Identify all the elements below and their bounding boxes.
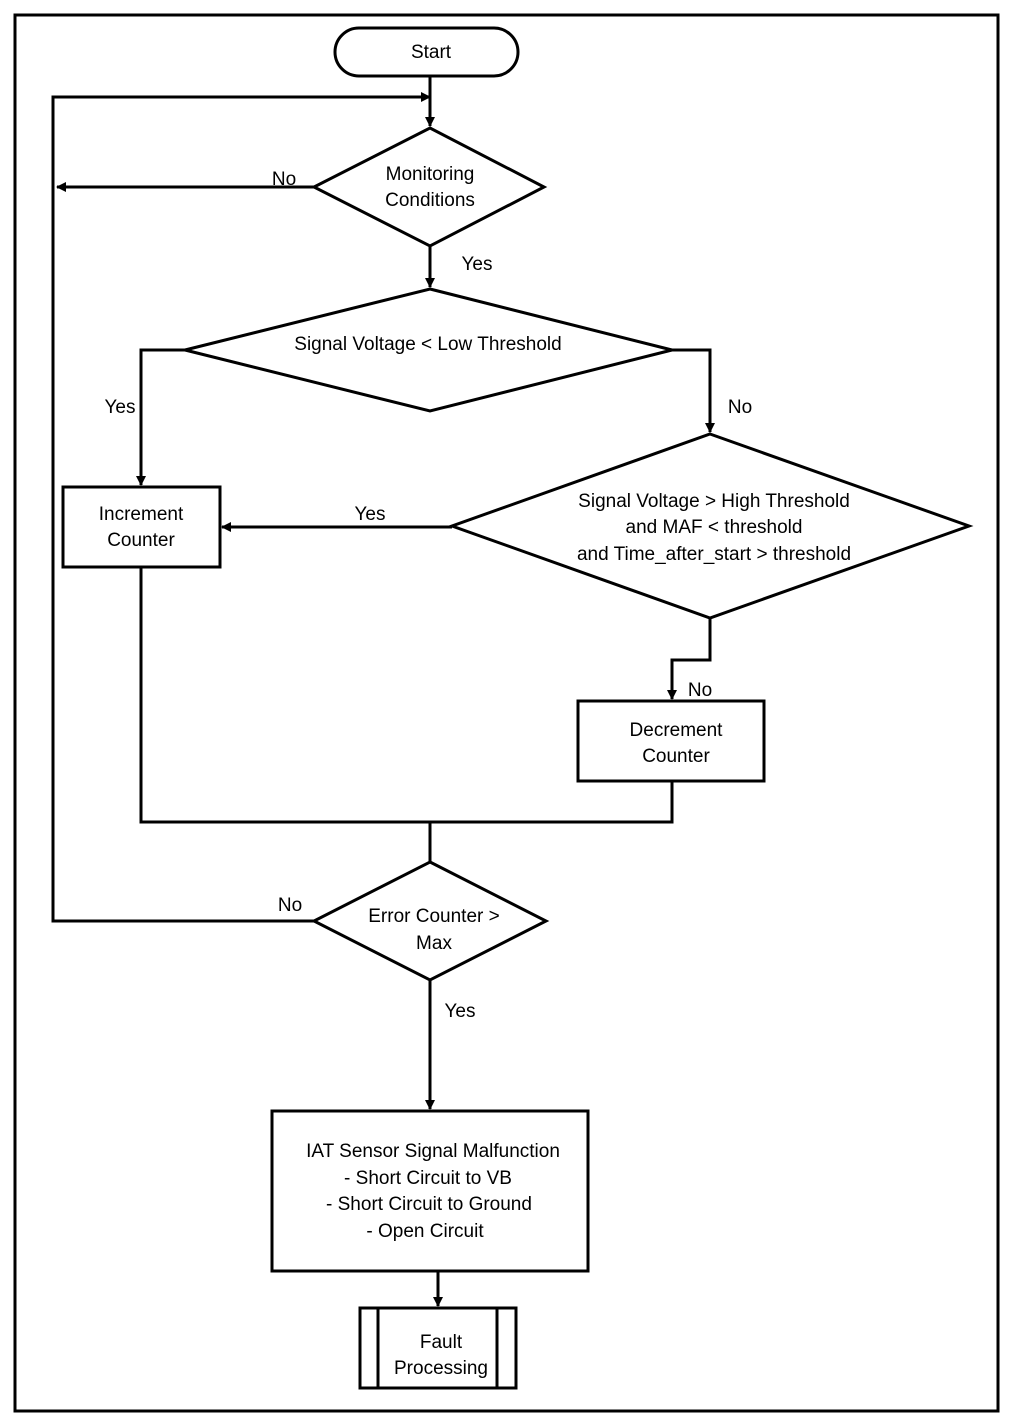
decrement-label-line1: Decrement [630,720,724,741]
fault-label-line2: Processing [394,1358,488,1379]
monitoring-yes-label: Yes [462,254,493,275]
connector-low-yes [136,348,185,486]
malfunction-line4: - Open Circuit [366,1221,484,1242]
increment-counter-box [61,485,222,569]
low-threshold-label: Signal Voltage < Low Threshold [294,334,561,355]
monitoring-label-line2: Conditions [385,190,475,211]
loop-back-line [51,92,431,923]
monitoring-no-label: No [272,169,296,190]
malfunction-line1: IAT Sensor Signal Malfunction [306,1141,560,1162]
low-yes-label: Yes [105,397,136,418]
error-label-line1: Error Counter > [368,906,499,927]
low-no-label: No [728,397,752,418]
high-threshold-label-line3: and Time_after_start > threshold [577,544,851,565]
monitoring-label-line1: Monitoring [386,164,475,185]
decrement-counter-box [576,699,766,783]
monitoring-decision [310,126,548,248]
connector-low-no [672,348,715,433]
decrement-label-line2: Counter [642,746,710,767]
high-threshold-label-line2: and MAF < threshold [626,517,803,538]
low-threshold-decision [184,287,673,413]
start-label: Start [411,42,452,63]
malfunction-line3: - Short Circuit to Ground [326,1194,532,1215]
fault-processing-box [358,1306,518,1390]
high-no-label: No [688,680,712,701]
page-border [13,13,1000,1413]
connector-high-no [667,618,712,700]
high-threshold-label-line1: Signal Voltage > High Threshold [578,491,850,512]
increment-label-line2: Counter [107,530,175,551]
malfunction-box [270,1109,590,1273]
start-terminal [333,26,520,78]
merge-line [139,567,674,824]
increment-label-line1: Increment [99,504,184,525]
error-yes-label: Yes [445,1001,476,1022]
error-label-line2: Max [416,933,452,954]
malfunction-line2: - Short Circuit to VB [344,1168,512,1189]
high-yes-label: Yes [355,504,386,525]
fault-label-line1: Fault [420,1332,463,1353]
error-no-label: No [278,895,302,916]
